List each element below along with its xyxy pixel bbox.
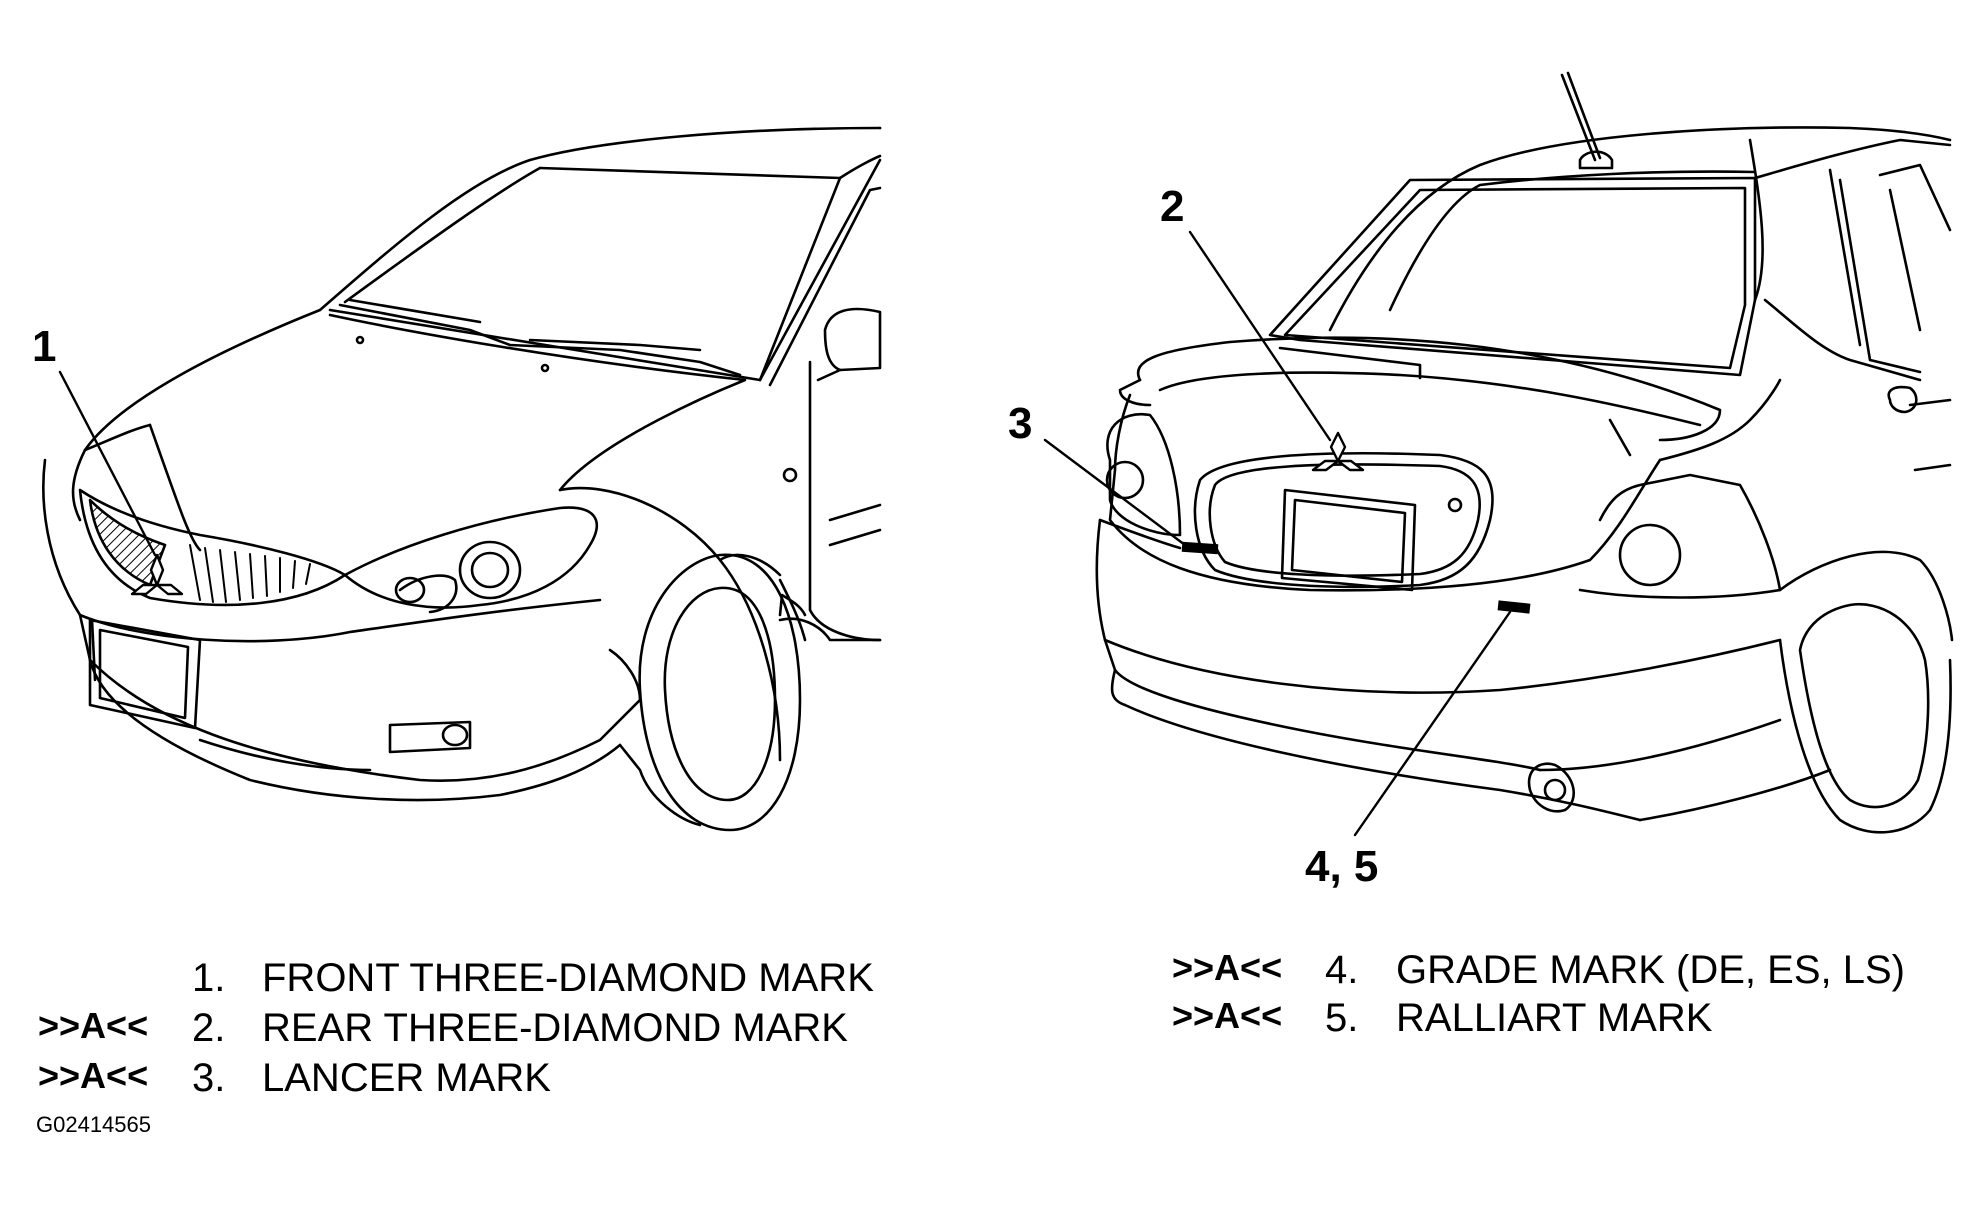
figure-id: G02414565 [36, 1112, 151, 1137]
legend-item-2: >>A<< 2. REAR THREE-DIAMOND MARK [0, 1008, 980, 1052]
rear-three-diamond-icon [1311, 431, 1365, 472]
legend-ref: >>A<< [1172, 947, 1283, 988]
rear-car-drawing [1095, 71, 1954, 834]
legend-number: 1. [192, 956, 226, 1000]
legend-label: RALLIART MARK [1396, 996, 1713, 1040]
legend-label: REAR THREE-DIAMOND MARK [262, 1006, 848, 1050]
leader-line-2 [1188, 230, 1332, 442]
legend-label: LANCER MARK [262, 1056, 551, 1100]
grade-mark-icon [1497, 600, 1531, 614]
legend-ref: >>A<< [38, 1005, 149, 1046]
lancer-mark-icon [1181, 541, 1219, 555]
legend-label: FRONT THREE-DIAMOND MARK [262, 956, 874, 1000]
front-three-diamond-icon [130, 553, 184, 596]
leader-line-3 [1043, 438, 1187, 547]
leader-line-1 [58, 370, 157, 557]
legend-label: GRADE MARK (DE, ES, LS) [1396, 948, 1905, 992]
legend-number: 2. [192, 1006, 226, 1050]
legend-item-3: >>A<< 3. LANCER MARK [0, 1058, 980, 1102]
legend-ref: >>A<< [1172, 995, 1283, 1036]
legend-number: 4. [1325, 948, 1359, 992]
callout-1: 1 [32, 322, 57, 371]
legend-ref: >>A<< [38, 1055, 149, 1096]
legend-number: 5. [1325, 996, 1359, 1040]
legend-item-5: >>A<< 5. RALLIART MARK [0, 998, 1963, 1042]
front-car-drawing [42, 126, 882, 832]
legend-number: 3. [192, 1056, 226, 1100]
leader-line-45 [1353, 610, 1512, 837]
callout-3: 3 [1008, 399, 1033, 448]
callout-4-5: 4, 5 [1305, 842, 1379, 891]
callout-2: 2 [1160, 182, 1185, 231]
legend-item-4: >>A<< 4. GRADE MARK (DE, ES, LS) [0, 950, 1963, 994]
legend-item-1: 1. FRONT THREE-DIAMOND MARK [0, 958, 980, 1002]
leader-lines [58, 230, 1512, 837]
